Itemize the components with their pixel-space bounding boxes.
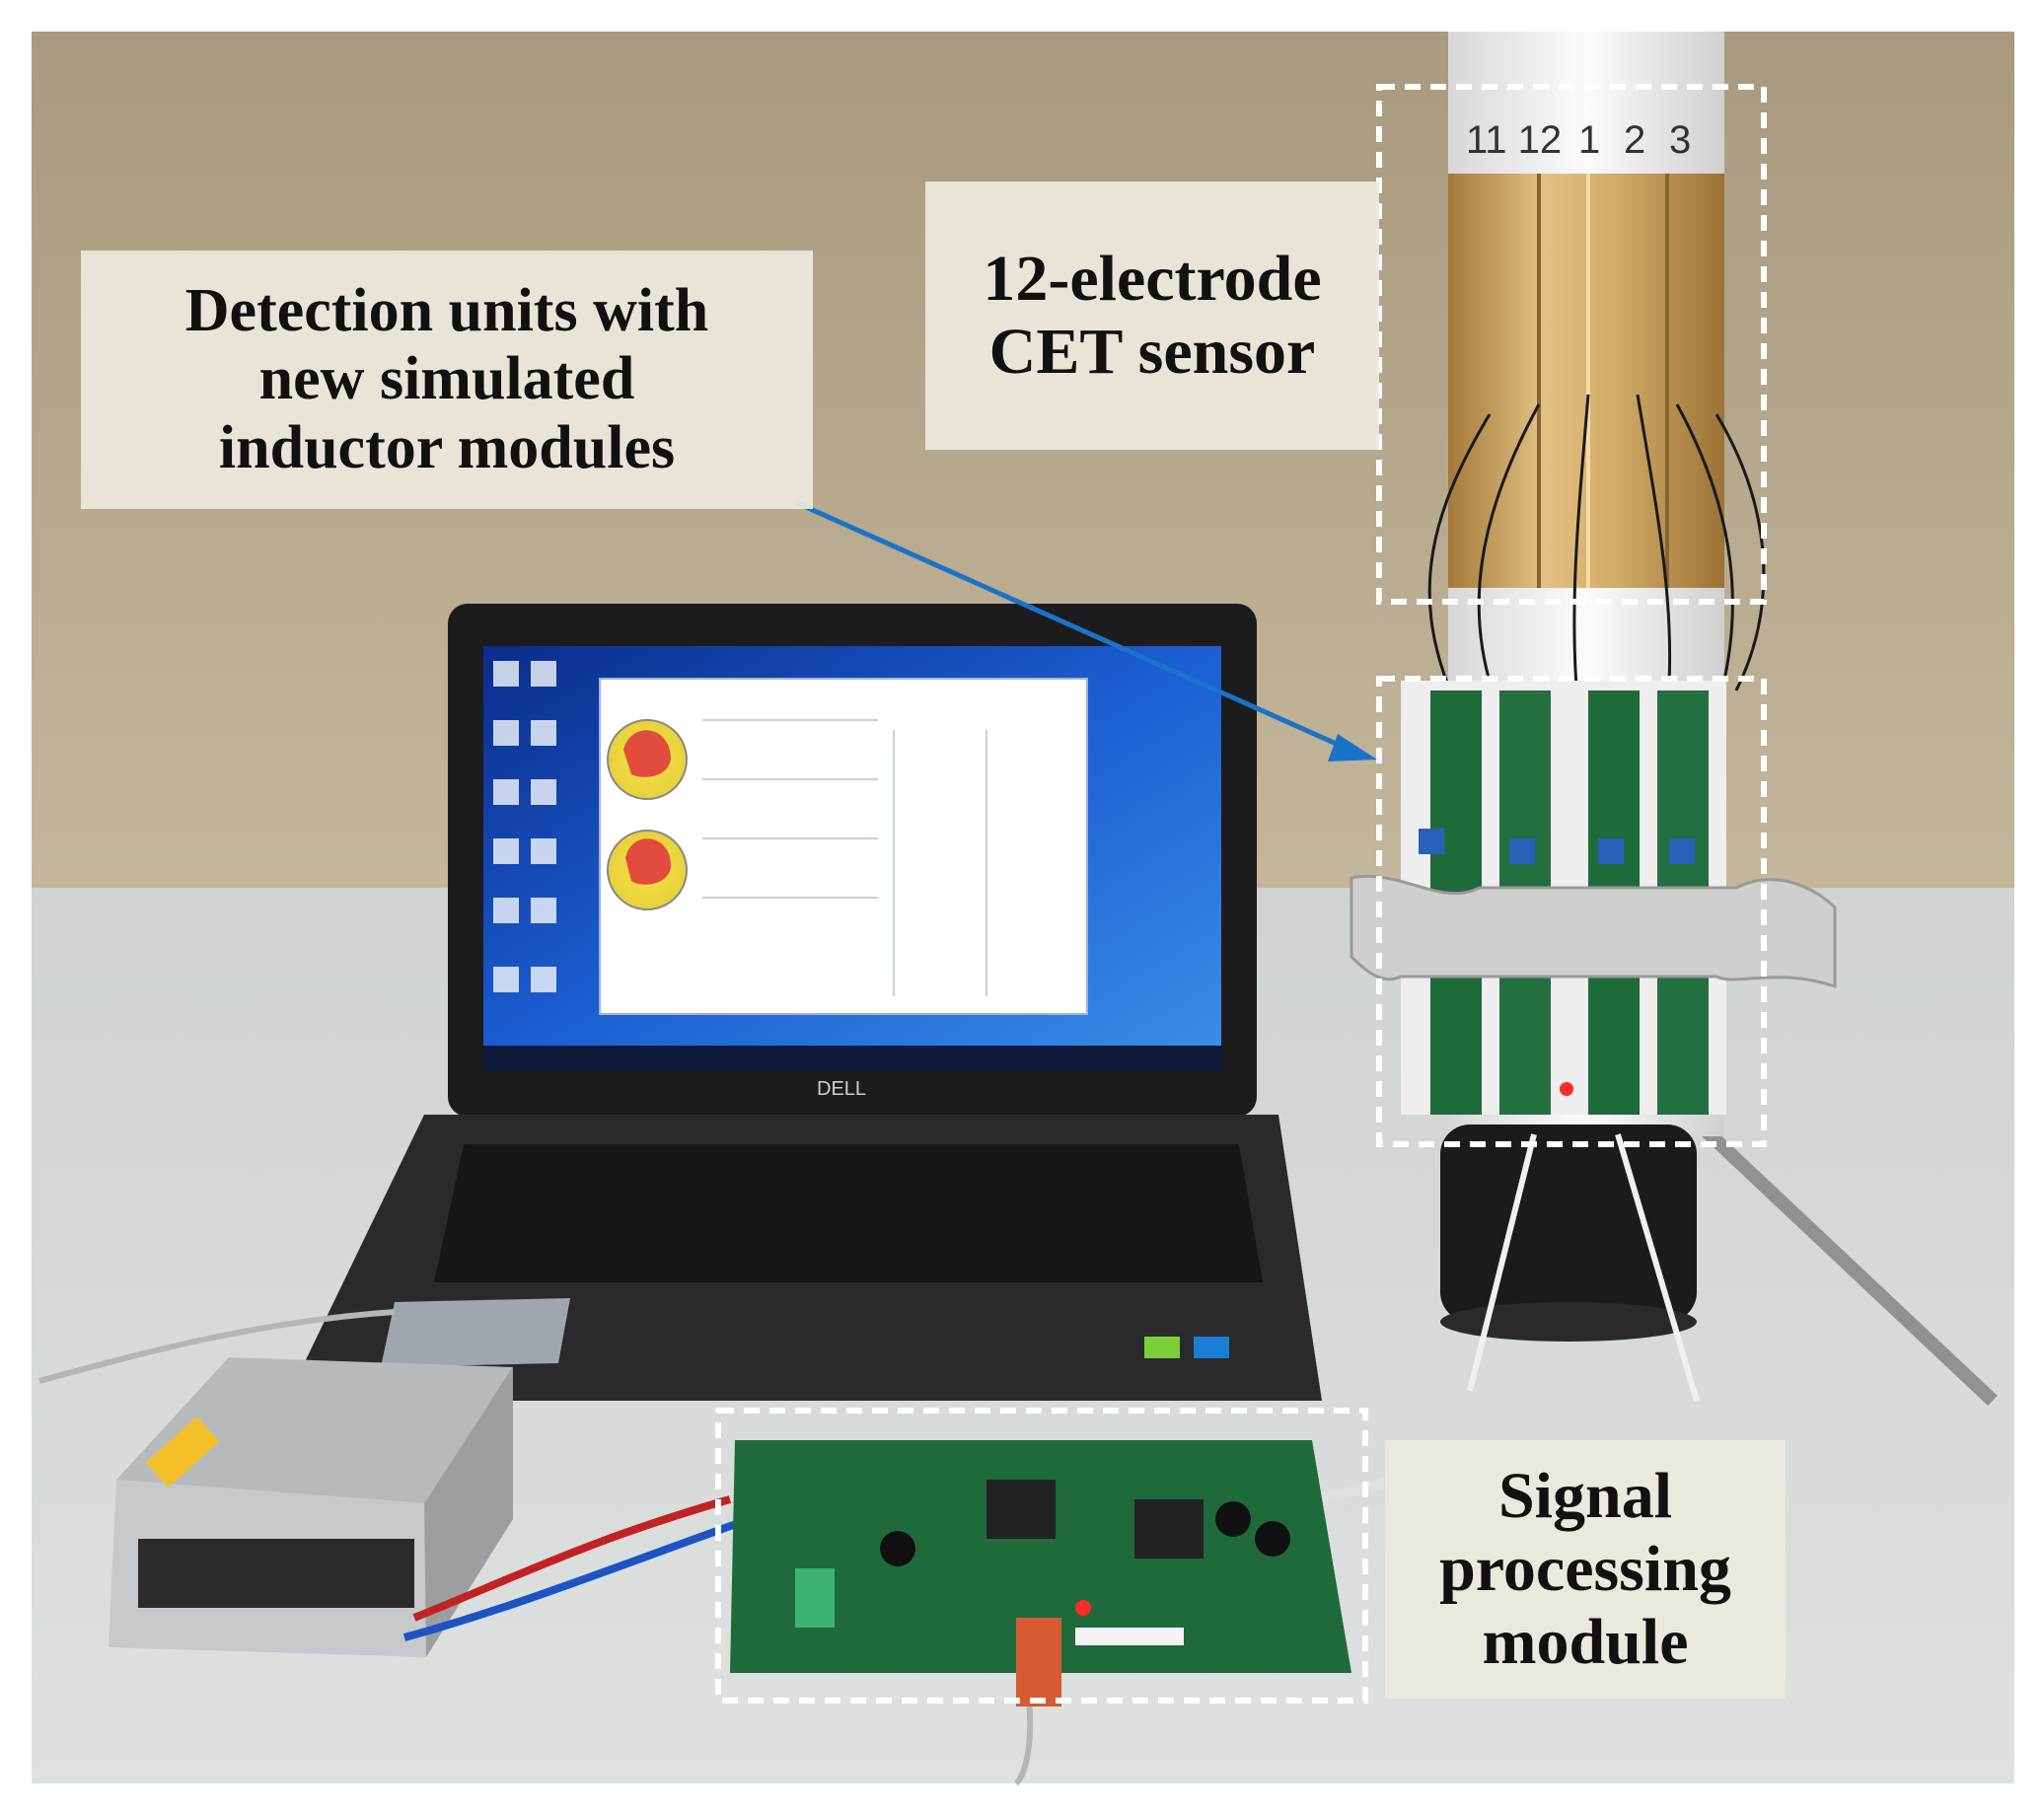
pointer-arrow	[795, 500, 1377, 762]
sensor-base	[1440, 1125, 1700, 1402]
signal-board-dashed-box	[715, 1408, 1368, 1704]
svg-text:3: 3	[1669, 118, 1691, 162]
electrode-wires	[1427, 394, 1766, 711]
signal-processing-board	[730, 1440, 1351, 1706]
detection-units-dashed-box	[1376, 676, 1767, 1147]
laptop-brand-logo: DELL	[817, 1078, 866, 1100]
power-supply	[109, 1357, 513, 1657]
label-detection-line3: inductor modules	[218, 413, 676, 481]
laptop: DELL	[286, 604, 1322, 1401]
svg-text:2: 2	[1624, 118, 1645, 162]
label-signal-processing: Signal processing module	[1385, 1440, 1786, 1699]
label-detection-line1: Detection units with	[184, 276, 709, 344]
cet-sensor-dashed-box	[1376, 84, 1767, 605]
label-signal-line3: module	[1482, 1605, 1689, 1678]
label-signal-line1: Signal	[1497, 1460, 1673, 1533]
label-cet-sensor: 12-electrode CET sensor	[925, 182, 1379, 450]
svg-text:11 12: 11 12	[1466, 118, 1562, 162]
label-cet-line1: 12-electrode	[983, 243, 1322, 316]
detection-unit-boards	[1350, 681, 1837, 1115]
svg-text:1: 1	[1578, 118, 1600, 162]
label-detection-line2: new simulated	[258, 345, 635, 413]
callout-boxes	[715, 84, 1767, 1704]
label-cet-line2: CET sensor	[988, 316, 1316, 388]
label-detection-units: Detection units with new simulated induc…	[81, 251, 813, 509]
cet-sensor-electrodes: 11 12 1 2 3	[1448, 118, 1724, 588]
label-signal-line2: processing	[1439, 1533, 1731, 1606]
